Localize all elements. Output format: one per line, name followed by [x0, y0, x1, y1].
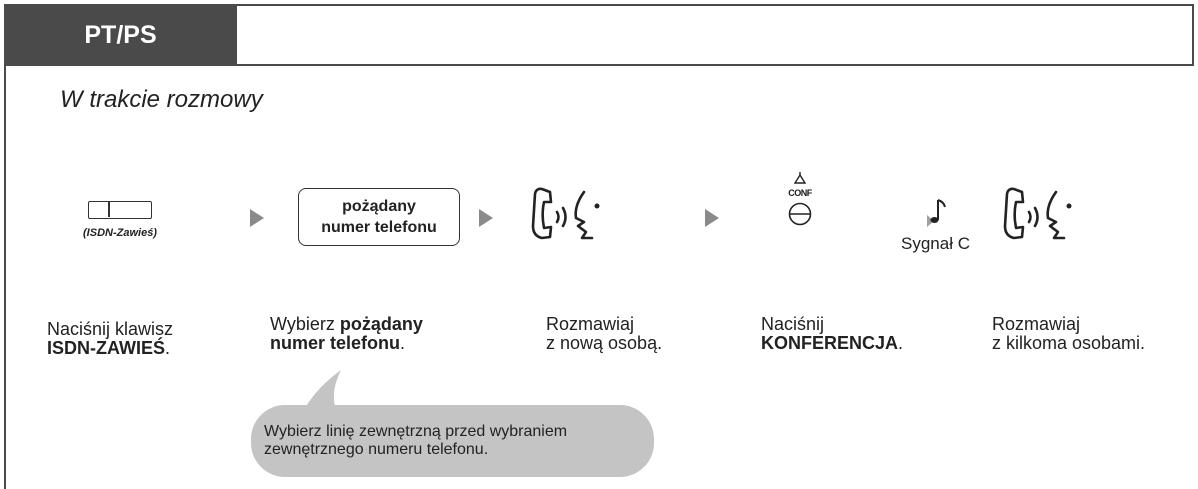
isdn-hold-key-icon — [88, 201, 152, 219]
step2-line2-bold: numer telefonu — [270, 333, 401, 353]
step5-line1: Rozmawiaj — [992, 314, 1081, 334]
step2-line2: numer telefonu. — [270, 334, 423, 353]
step1-line2-end: . — [165, 338, 171, 358]
step1-line2: ISDN-ZAWIEŚ. — [47, 339, 173, 358]
conference-button-icon — [793, 172, 807, 184]
number-box-line2: numer telefonu — [321, 219, 437, 236]
tone-signal-label: Sygnał C — [901, 234, 970, 253]
tone-signal-icon — [927, 199, 946, 227]
step4-line2: KONFERENCJA. — [761, 334, 903, 353]
note-bubble-tail — [304, 370, 341, 410]
desired-number-box: pożądany numer telefonu — [298, 188, 460, 246]
step2-line2-end: . — [400, 333, 406, 353]
step1-description: Naciśnij klawisz ISDN-ZAWIEŚ. — [47, 320, 173, 358]
isdn-hold-key-label: (ISDN-Zawieś) — [83, 227, 157, 239]
number-box-line1: pożądany — [342, 198, 416, 215]
frame-top-line — [4, 4, 1194, 6]
step-arrow-1 — [250, 209, 264, 227]
note-line1: Wybierz linię zewnętrzną przed wybraniem — [264, 423, 568, 440]
note-line2: zewnętrznego numeru telefonu. — [264, 441, 489, 458]
frame-right-line — [1192, 4, 1194, 66]
step2-line1: Wybierz pożądany — [270, 315, 423, 334]
step2-line1-bold: pożądany — [339, 314, 423, 334]
note-text: Wybierz linię zewnętrzną przed wybraniem… — [264, 423, 567, 459]
header-underline — [4, 64, 1194, 66]
step3-line2: z nową osobą. — [546, 333, 663, 353]
step4-line2-end: . — [898, 333, 904, 353]
step4-line1: Naciśnij — [761, 314, 825, 334]
step-arrow-2 — [479, 209, 493, 227]
procedure-frame: PT/PS — [4, 4, 1194, 489]
device-tab: PT/PS — [4, 4, 237, 66]
step5-description: Rozmawiaj z kilkoma osobami. — [992, 315, 1145, 353]
step2-description: Wybierz pożądany numer telefonu. — [270, 315, 423, 353]
step1-key-name: ISDN-ZAWIEŚ — [47, 338, 166, 358]
step2-line1-start: Wybierz — [270, 314, 340, 334]
multi-party-talk-icon — [1003, 187, 1072, 240]
step1-line1: Naciśnij klawisz — [47, 319, 174, 339]
step-arrow-3 — [705, 209, 719, 227]
step3-description: Rozmawiaj z nową osobą. — [546, 315, 662, 353]
condition-subtitle: W trakcie rozmowy — [60, 86, 263, 113]
frame-left-line — [4, 4, 6, 489]
step4-key-name: KONFERENCJA — [761, 333, 899, 353]
conference-button-label: CONF — [788, 188, 812, 198]
note-bubble — [251, 405, 654, 477]
conference-button-circle-icon — [788, 202, 812, 226]
step3-line1: Rozmawiaj — [546, 314, 635, 334]
step4-description: Naciśnij KONFERENCJA. — [761, 315, 903, 353]
step5-line2: z kilkoma osobami. — [992, 333, 1146, 353]
talk-icon — [531, 187, 600, 240]
